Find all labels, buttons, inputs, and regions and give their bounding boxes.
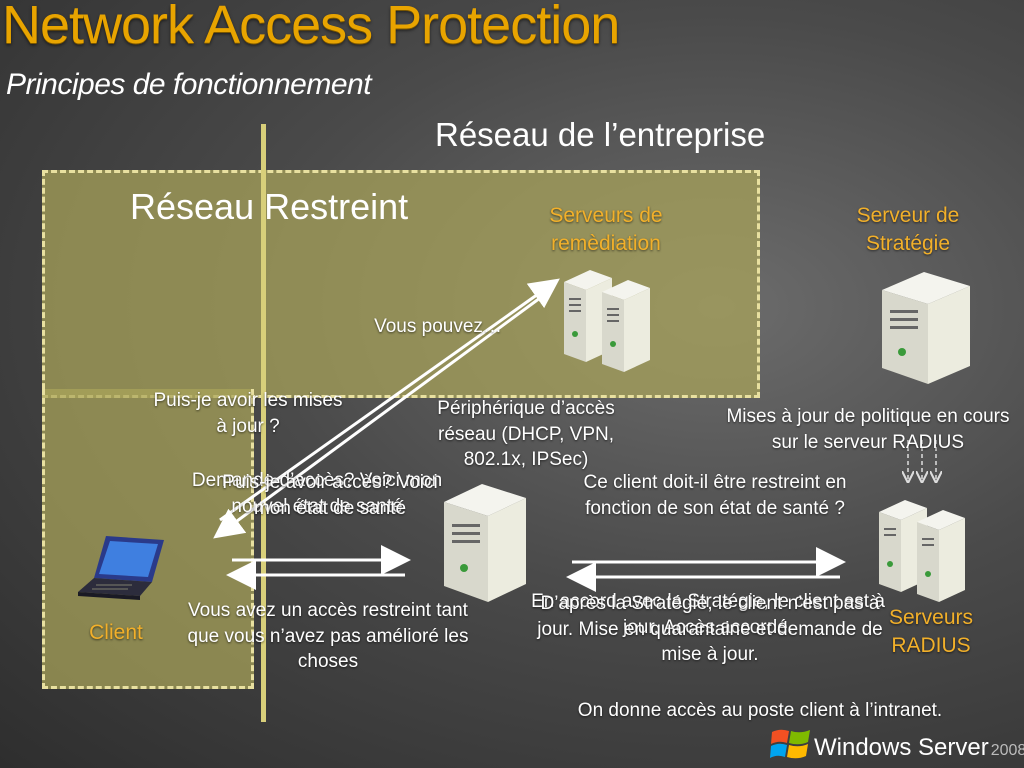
client-laptop-icon (74, 534, 170, 604)
radius-servers-label: Serveurs RADIUS (888, 606, 974, 658)
radius-server-icon (875, 494, 975, 604)
client-label: Client (89, 621, 143, 644)
remediation-servers-label: Serveurs de remèdiation (549, 204, 663, 256)
msg-may-i-have-access: Puis-je avoir accès? Voici mon état de s… (222, 472, 438, 519)
msg-should-restrict: Ce client doit-il être restreint en fonc… (583, 472, 847, 519)
windows-logo-icon (770, 726, 812, 764)
msg-grant-intranet: On donne accès au poste client à l’intra… (577, 700, 943, 721)
network-boundary-line (261, 124, 266, 722)
slide-title: Network Access Protection (2, 0, 620, 55)
arrow-remediation-to-client (213, 296, 541, 539)
msg-policy-compliant: En accord avec la Stratégie, le client e… (531, 591, 885, 638)
msg-may-i-have-updates: Puis-je avoir les mises à jour ? (153, 390, 343, 437)
enterprise-network-label: Réseau de l’entreprise (435, 116, 766, 153)
policy-server-icon (876, 268, 976, 388)
brand-product: Windows Server (814, 734, 989, 761)
remediation-server-icon (560, 264, 660, 374)
policy-server-label: Serveur de Stratégie (856, 204, 960, 256)
msg-you-can: Vous pouvez… (374, 316, 502, 337)
msg-policy-not-compliant: D’après la Stratégie, le client n’est pa… (537, 593, 883, 666)
msg-policy-updates: Mises à jour de politique en cours sur l… (726, 406, 1010, 453)
access-device-server-icon (440, 480, 530, 605)
msg-restricted-access: Vous avez un accès restreint tant que vo… (187, 600, 469, 673)
msg-request-access-new-state: Demande d’accès? Voici mon nouvel état d… (191, 470, 443, 517)
restricted-network-label: Réseau Restreint (130, 186, 409, 227)
restricted-network-zone (42, 170, 760, 398)
arrow-client-to-remediation (219, 278, 560, 522)
slide-subtitle: Principes de fonctionnement (6, 68, 372, 101)
brand-version: 2008 (990, 742, 1024, 759)
access-device-label: Périphérique d’accès réseau (DHCP, VPN, … (437, 398, 615, 471)
